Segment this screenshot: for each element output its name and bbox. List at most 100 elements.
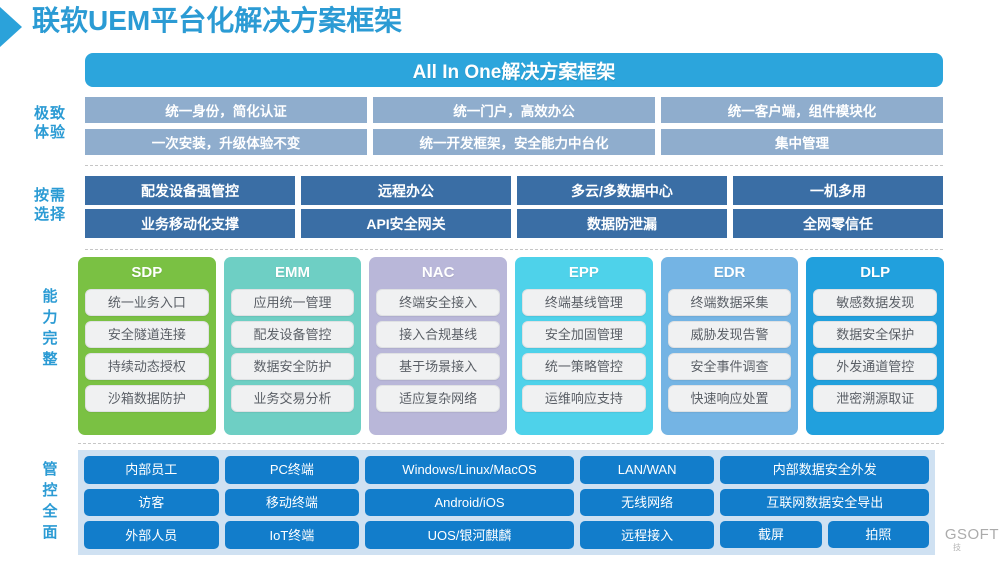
capability-title: EMM [275, 264, 310, 281]
coverage-chip[interactable]: IoT终端 [224, 521, 360, 550]
title-arrow-icon [0, 5, 30, 49]
coverage-chip[interactable]: 内部员工 [84, 456, 219, 484]
coverage-chip[interactable]: 访客 [84, 488, 219, 517]
capability-title: NAC [421, 264, 455, 281]
selection-cell: 远程办公 [301, 176, 511, 205]
capability-item[interactable]: 终端数据采集 [667, 289, 792, 316]
capability-title: EPP [568, 264, 599, 281]
selection-cell: 一机多用 [733, 176, 943, 205]
rail-label-coverage-line4: 面 [42, 524, 58, 541]
experience-cell: 统一开发框架，安全能力中台化 [373, 129, 655, 155]
coverage-chip[interactable]: 外部人员 [84, 521, 219, 550]
capability-item[interactable]: 终端基线管理 [522, 289, 646, 316]
capability-item[interactable]: 沙箱数据防护 [85, 385, 209, 412]
capability-item[interactable]: 适应复杂网络 [376, 385, 501, 412]
coverage-chip[interactable]: UOS/银河麒麟 [365, 521, 574, 550]
capability-item[interactable]: 数据安全防护 [230, 353, 355, 380]
experience-row-2: 一次安装，升级体验不变 统一开发框架，安全能力中台化 集中管理 [85, 129, 943, 155]
coverage-chip[interactable]: 移动终端 [224, 488, 360, 517]
rail-label-experience-line1: 极致 [33, 105, 66, 122]
divider-selection-capability [85, 249, 943, 250]
experience-cell: 统一门户，高效办公 [373, 97, 655, 123]
capability-title: DLP [860, 264, 891, 281]
rail-label-experience-line2: 体验 [33, 124, 66, 141]
capability-card-epp[interactable]: EPP 终端基线管理 安全加固管理 统一策略管控 运维响应支持 [515, 257, 653, 435]
capability-item[interactable]: 安全事件调查 [667, 353, 792, 380]
coverage-chip-photo[interactable]: 拍照 [827, 521, 930, 549]
capability-card-edr[interactable]: EDR 终端数据采集 威胁发现告警 安全事件调查 快速响应处置 [660, 257, 799, 435]
watermark-sub: 技 [953, 543, 961, 552]
capability-item[interactable]: 威胁发现告警 [667, 321, 792, 348]
capability-card-nac[interactable]: NAC 终端安全接入 接入合规基线 基于场景接入 适应复杂网络 [369, 257, 508, 435]
capability-item[interactable]: 接入合规基线 [376, 321, 501, 348]
capability-item[interactable]: 持续动态授权 [85, 353, 209, 380]
capability-item[interactable]: 配发设备管控 [230, 321, 355, 348]
selection-cell: API安全网关 [301, 209, 511, 238]
rail-label-coverage-line2: 控 [42, 482, 58, 499]
capability-card-sdp[interactable]: SDP 统一业务入口 安全隧道连接 持续动态授权 沙箱数据防护 [78, 257, 216, 435]
capability-item[interactable]: 泄密溯源取证 [813, 385, 938, 412]
coverage-column-devices: PC终端 移动终端 IoT终端 [224, 456, 360, 550]
selection-cell: 业务移动化支撑 [85, 209, 295, 238]
rail-label-coverage-line3: 全 [42, 503, 58, 520]
coverage-chip[interactable]: 内部数据安全外发 [720, 456, 929, 484]
coverage-chip[interactable]: LAN/WAN [579, 456, 715, 484]
capability-item[interactable]: 统一策略管控 [522, 353, 646, 380]
coverage-chip-screenshot[interactable]: 截屏 [720, 521, 822, 549]
capability-item[interactable]: 统一业务入口 [85, 289, 209, 316]
capability-item[interactable]: 快速响应处置 [667, 385, 792, 412]
capability-card-emm[interactable]: EMM 应用统一管理 配发设备管控 数据安全防护 业务交易分析 [223, 257, 362, 435]
capability-cards: SDP 统一业务入口 安全隧道连接 持续动态授权 沙箱数据防护 EMM 应用统一… [78, 257, 945, 435]
selection-row-1: 配发设备强管控 远程办公 多云/多数据中心 一机多用 [85, 176, 943, 205]
selection-cell: 数据防泄漏 [517, 209, 727, 238]
coverage-column-os: Windows/Linux/MacOS Android/iOS UOS/银河麒麟 [365, 456, 574, 550]
coverage-column-scenarios: 内部数据安全外发 互联网数据安全导出 截屏 拍照 [720, 456, 930, 549]
divider-experience-selection [85, 165, 943, 166]
capability-item[interactable]: 运维响应支持 [522, 385, 646, 412]
page-title: 联软UEM平台化解决方案框架 [32, 5, 403, 36]
capability-item[interactable]: 基于场景接入 [376, 353, 501, 380]
capability-item[interactable]: 业务交易分析 [230, 385, 355, 412]
experience-cell: 一次安装，升级体验不变 [85, 129, 367, 155]
capability-item[interactable]: 外发通道管控 [813, 353, 938, 380]
coverage-split-row: 截屏 拍照 [720, 521, 930, 549]
capability-card-dlp[interactable]: DLP 敏感数据发现 数据安全保护 外发通道管控 泄密溯源取证 [806, 257, 945, 435]
coverage-chip[interactable]: PC终端 [224, 456, 360, 484]
rail-label-coverage: 管 控 全 面 [22, 459, 78, 543]
capability-item[interactable]: 终端安全接入 [376, 289, 501, 316]
coverage-chip[interactable]: 互联网数据安全导出 [720, 488, 929, 517]
capability-title: SDP [131, 264, 163, 281]
rail-label-capability-line2: 力 [42, 309, 58, 326]
rail-label-selection-line1: 按需 [33, 187, 66, 204]
rail-label-coverage-line1: 管 [42, 461, 58, 478]
rail-label-selection-line2: 选择 [33, 206, 66, 223]
rail-label-capability-line1: 能 [42, 288, 58, 305]
capability-item[interactable]: 应用统一管理 [230, 289, 355, 316]
experience-row-1: 统一身份，简化认证 统一门户，高效办公 统一客户端，组件模块化 [85, 97, 943, 123]
capability-item[interactable]: 安全加固管理 [522, 321, 646, 348]
coverage-column-users: 内部员工 访客 外部人员 [84, 456, 219, 550]
coverage-panel: 内部员工 访客 外部人员 PC终端 移动终端 IoT终端 Windows/Lin… [78, 450, 935, 555]
coverage-chip[interactable]: Windows/Linux/MacOS [365, 456, 574, 484]
coverage-column-network: LAN/WAN 无线网络 远程接入 [579, 456, 715, 550]
rail-label-capability-line4: 整 [42, 351, 58, 368]
selection-cell: 多云/多数据中心 [517, 176, 727, 205]
coverage-chip[interactable]: 远程接入 [579, 521, 715, 550]
capability-item[interactable]: 安全隧道连接 [85, 321, 209, 348]
rail-label-capability-line3: 完 [42, 330, 58, 347]
rail-label-selection: 按需 选择 [22, 186, 78, 224]
rail-label-capability: 能 力 完 整 [22, 286, 78, 370]
rail-label-experience: 极致 体验 [22, 104, 78, 142]
selection-cell: 配发设备强管控 [85, 176, 295, 205]
coverage-chip[interactable]: 无线网络 [579, 488, 715, 517]
coverage-chip[interactable]: Android/iOS [365, 488, 574, 517]
capability-item[interactable]: 数据安全保护 [813, 321, 938, 348]
divider-capability-coverage [78, 443, 944, 444]
selection-row-2: 业务移动化支撑 API安全网关 数据防泄漏 全网零信任 [85, 209, 943, 238]
selection-cell: 全网零信任 [733, 209, 943, 238]
watermark-logo: GSOFT [944, 526, 999, 543]
capability-title: EDR [713, 264, 746, 281]
capability-item[interactable]: 敏感数据发现 [813, 289, 938, 316]
solution-banner: All In One解决方案框架 [85, 53, 943, 87]
